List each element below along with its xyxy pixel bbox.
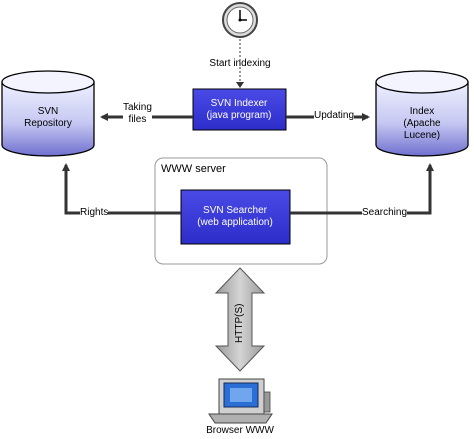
svn-searcher-label: SVN Searcher (web application)	[197, 205, 273, 229]
browser-www-label: Browser WWW	[206, 425, 274, 436]
computer-icon	[208, 378, 273, 424]
searching-label: Searching	[362, 207, 408, 219]
svn-indexer-label: SVN Indexer (java program)	[206, 98, 271, 122]
svn-searcher-box	[180, 189, 291, 245]
svn-indexer-line2: (java program)	[206, 110, 272, 121]
clock-icon	[222, 2, 258, 38]
index-cylinder	[375, 70, 469, 157]
searching-arrow	[290, 163, 434, 215]
index-line2: (Apache Lucene)	[403, 118, 441, 141]
rights-arrow	[62, 163, 181, 215]
http-label: HTTP(S)	[234, 303, 245, 343]
rights-label: Rights	[80, 207, 109, 219]
svn-repository-line2: Repository	[24, 118, 72, 129]
svn-repository-label: SVN Repository	[24, 106, 72, 130]
updating-label: Updating	[314, 110, 355, 122]
svn-searcher-line2: (web application)	[197, 217, 273, 228]
http-double-arrow	[214, 267, 266, 372]
taking-files-label: Taking files	[123, 102, 152, 126]
svn-indexer-line1: SVN Indexer	[210, 98, 268, 109]
svn-repository-line1: SVN	[37, 106, 59, 117]
www-server-title: WWW server	[161, 163, 226, 175]
index-label: Index (Apache Lucene)	[396, 106, 448, 142]
svn-searcher-line1: SVN Searcher	[203, 205, 267, 216]
svn-repository-cylinder	[1, 70, 95, 157]
index-line1: Index	[409, 106, 435, 117]
start-indexing-label: Start indexing	[209, 58, 271, 69]
taking-files-line2: files	[128, 114, 147, 125]
svn-indexer-box	[192, 88, 287, 131]
taking-files-line1: Taking	[123, 102, 152, 113]
